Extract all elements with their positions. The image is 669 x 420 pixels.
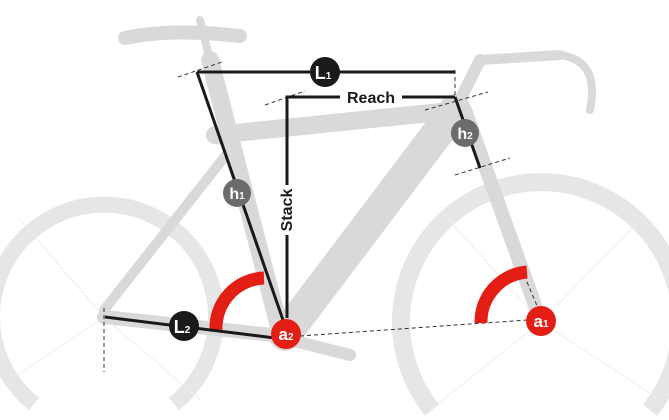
badge-h2: h2 (451, 119, 479, 147)
angle-arc-a1 (474, 265, 528, 324)
badge-l1: L1 (310, 57, 340, 87)
stack-line (285, 95, 340, 318)
badge-h1: h1 (223, 179, 251, 207)
dashed-guides (103, 61, 539, 372)
angle-arc-a2 (209, 271, 265, 331)
stack-gap (278, 185, 296, 235)
svg-text:L2: L2 (174, 317, 191, 337)
svg-text:h2: h2 (457, 126, 473, 143)
svg-text:a2: a2 (278, 325, 293, 344)
badge-a2: a2 (271, 319, 301, 349)
badge-l2: L2 (169, 311, 199, 341)
reach-label: Reach (347, 90, 395, 107)
stack-label: Stack (279, 189, 296, 232)
badge-a1: a1 (526, 306, 556, 336)
svg-text:a1: a1 (533, 312, 548, 331)
svg-text:h1: h1 (229, 186, 245, 203)
front-wheel (392, 173, 669, 416)
svg-text:L1: L1 (315, 63, 332, 83)
